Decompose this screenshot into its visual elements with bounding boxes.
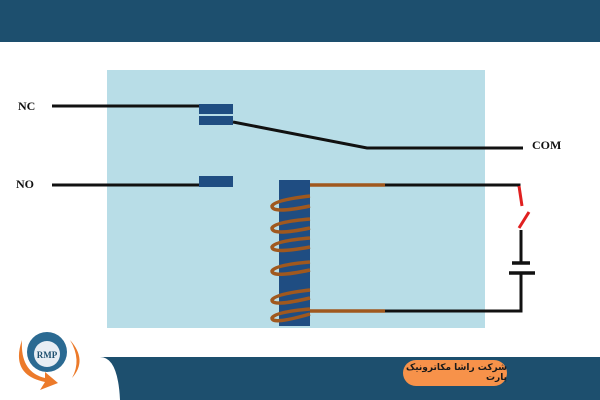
com-label: COM: [532, 138, 562, 152]
control-wire-bottom: [385, 274, 523, 313]
coil-winding: [270, 194, 311, 323]
armature-contact: [199, 116, 233, 125]
footer-band: [100, 357, 600, 400]
nc-contact: [199, 104, 233, 114]
no-contact: [199, 176, 233, 187]
com-switch-arm: [232, 120, 523, 150]
logo-text: RMP: [37, 350, 58, 360]
no-label: NO: [16, 177, 34, 191]
control-switch-fixed: [517, 185, 524, 207]
rmp-logo: RMP: [18, 332, 80, 390]
company-badge: شرکت راشا مکاترونیک پارت: [403, 360, 507, 386]
header-bar: [0, 0, 600, 42]
nc-label: NC: [18, 99, 36, 113]
control-switch-lever: [517, 211, 531, 229]
